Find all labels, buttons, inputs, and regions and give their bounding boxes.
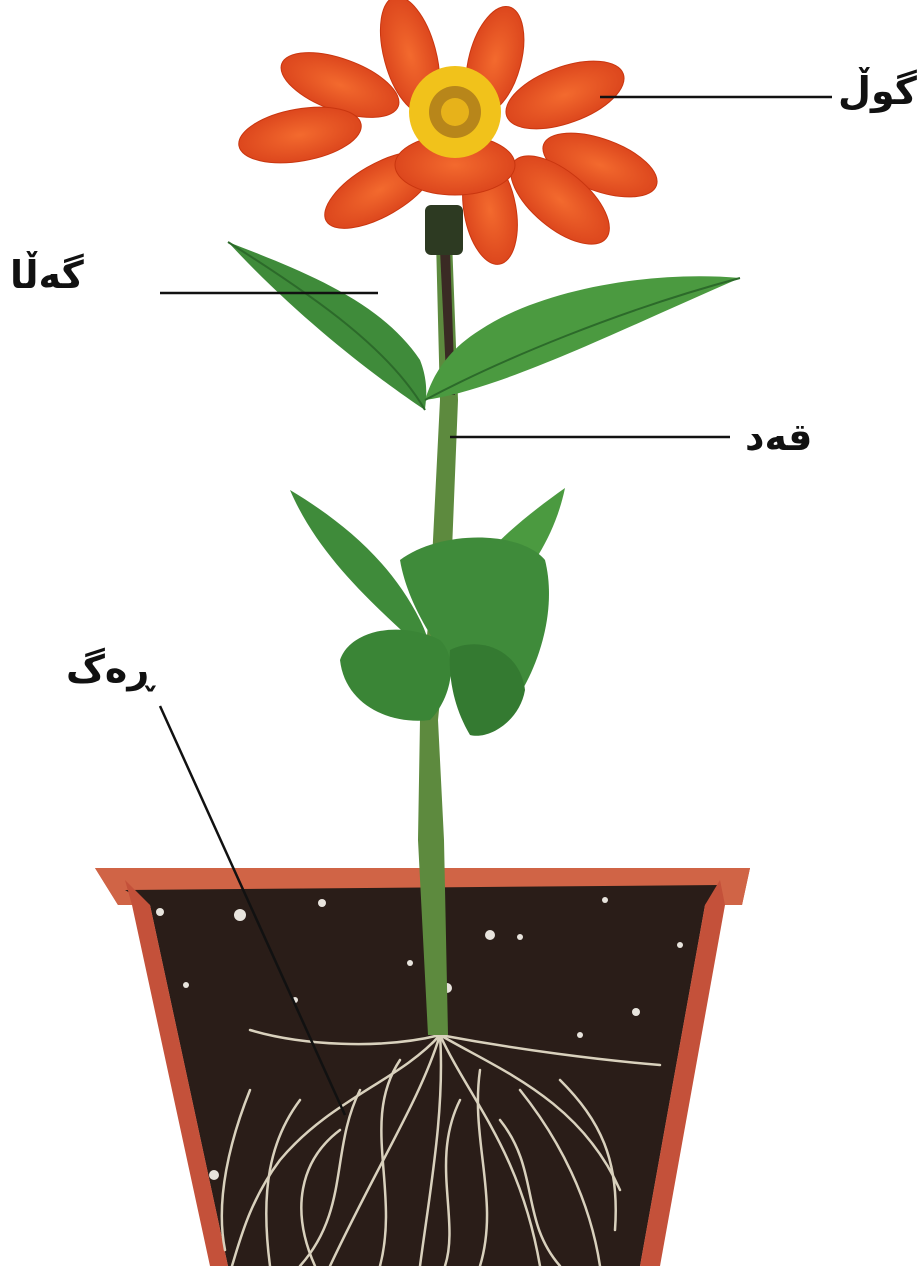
lower-leaves [290, 488, 565, 736]
root-label: ڕەگ [66, 650, 153, 688]
flower-label: گوڵ [838, 72, 917, 110]
leaf-label: گەڵا [10, 256, 84, 294]
stem-label: قەد [745, 418, 812, 456]
upper-leaves [228, 242, 740, 410]
